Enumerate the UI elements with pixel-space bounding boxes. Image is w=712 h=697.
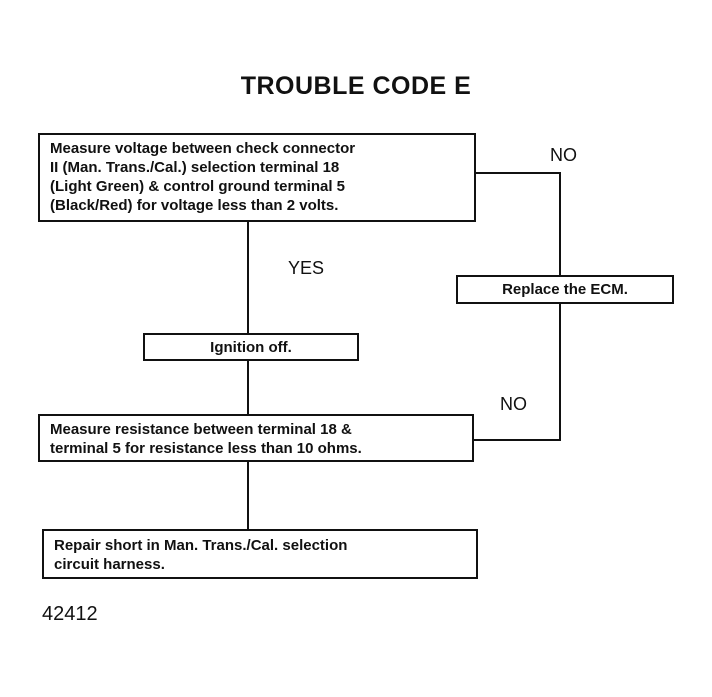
ignition-off-box: Ignition off. [143,333,359,361]
ignition-off-text: Ignition off. [210,339,292,356]
no-connector-bottom [474,304,561,441]
figure-number: 42412 [42,603,98,625]
no-connector-top [476,172,561,275]
repair-short-box: Repair short in Man. Trans./Cal. selecti… [42,529,478,579]
measure-resistance-box: Measure resistance between terminal 18 &… [38,414,474,462]
no-label-top: NO [550,145,577,165]
replace-ecm-text: Replace the ECM. [502,281,628,298]
diagram-title: TROUBLE CODE E [240,72,472,100]
measure-resistance-text: Measure resistance between terminal 18 &… [50,421,362,457]
repair-short-text: Repair short in Man. Trans./Cal. selecti… [54,537,348,573]
measure-voltage-text: Measure voltage between check connector … [50,140,356,214]
yes-label: YES [288,258,325,278]
no-label-bottom: NO [500,394,527,414]
measure-voltage-box: Measure voltage between check connector … [38,133,476,222]
replace-ecm-box: Replace the ECM. [456,275,674,304]
